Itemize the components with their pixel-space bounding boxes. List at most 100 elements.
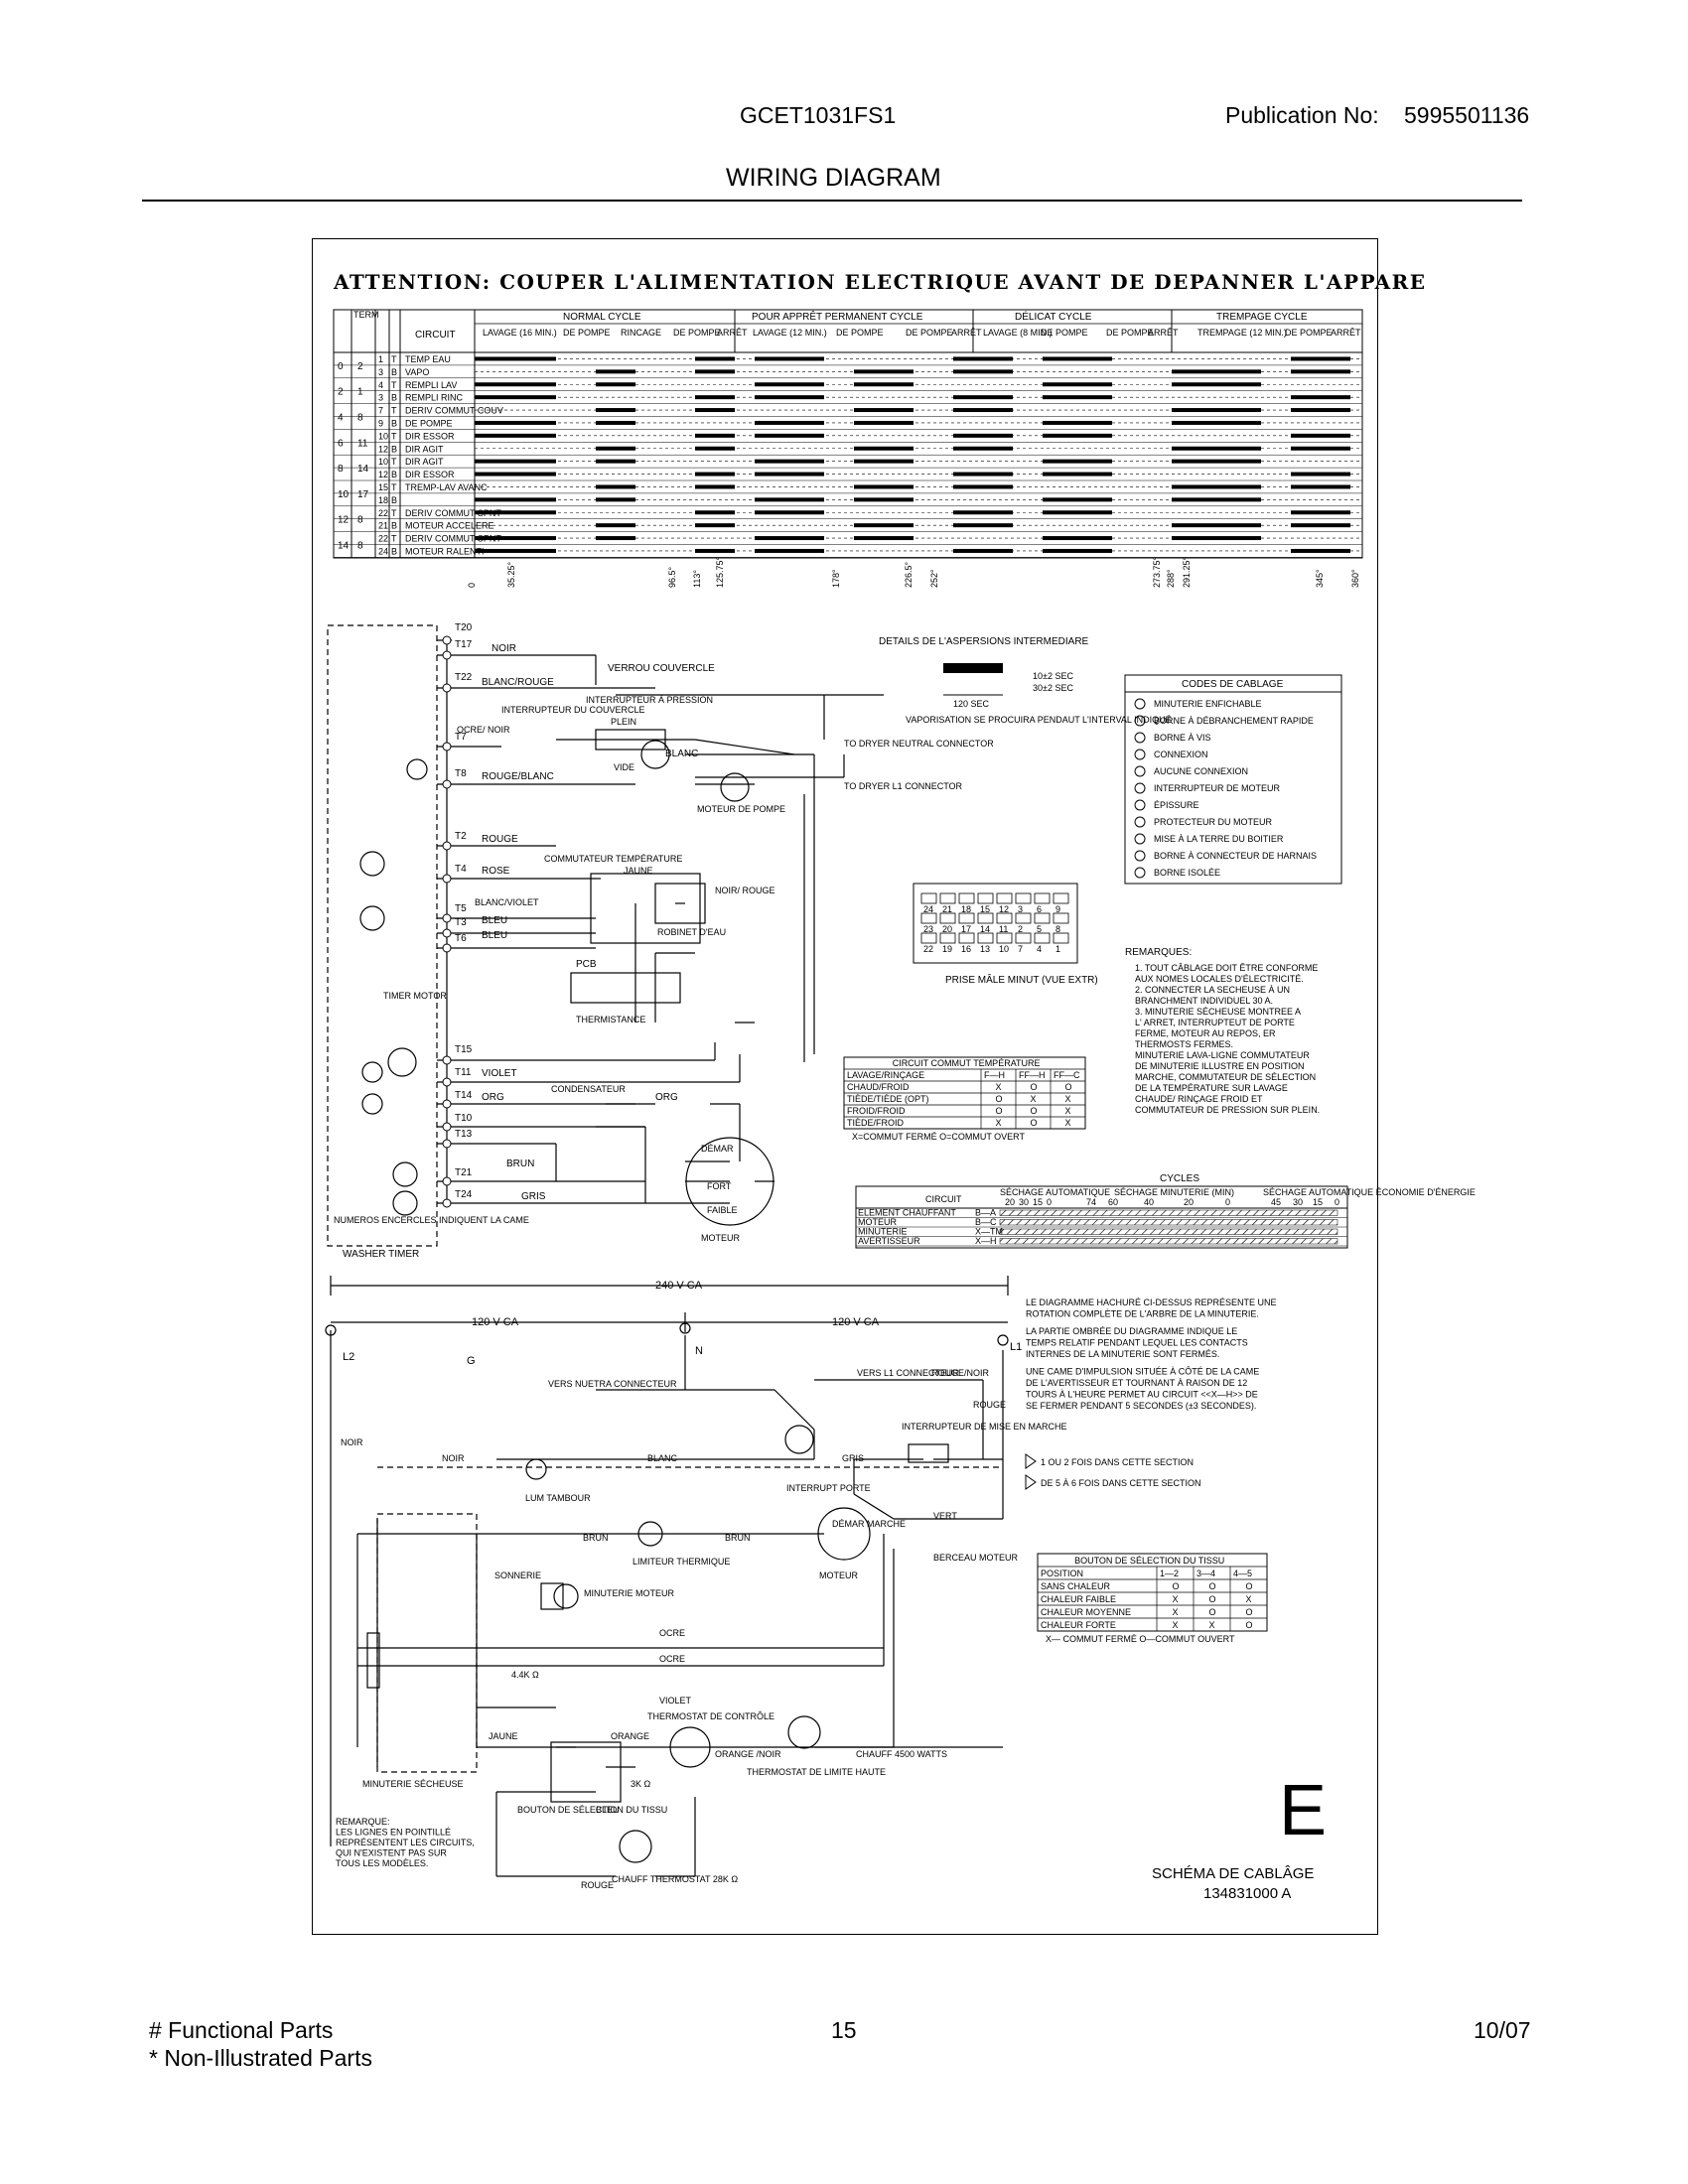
table-cell: O	[996, 1094, 1003, 1104]
code-symbol	[1134, 816, 1146, 828]
plug-pin-label: 13	[980, 944, 990, 954]
cycle-row-type: T	[391, 508, 397, 518]
plug-pin	[920, 892, 937, 904]
table-cell: O	[1031, 1082, 1038, 1092]
legend-mark-a: 1 OU 2 FOIS DANS CETTE SECTION	[1041, 1457, 1194, 1467]
col-h24: ARRÊT	[1148, 328, 1179, 338]
cam-closed-bar	[596, 369, 635, 374]
remarque-line: AUX NOMES LOCALES D'ÉLECTRICITÉ.	[1135, 974, 1304, 984]
cam-closed-bar	[854, 536, 914, 541]
lbl-org-2: ORG	[655, 1092, 678, 1103]
cam-closed-bar	[695, 433, 735, 438]
dryer-cycles-tick: 15	[1033, 1197, 1043, 1207]
cam-closed-bar	[953, 523, 1013, 528]
dryer-note-line: UNE CAME D'IMPULSION SITUÉE À CÔTÉ DE LA…	[1026, 1367, 1259, 1377]
plug-caption: PRISE MÂLE MINUT (VUE EXTR)	[945, 973, 1098, 986]
washer-cycle-chart: NORMAL CYCLE POUR APPRÊT PERMANENT CYCLE…	[333, 309, 1363, 588]
plug-pin	[1053, 912, 1069, 924]
legend-mark-b: DE 5 À 6 FOIS DANS CETTE SECTION	[1041, 1478, 1201, 1488]
plug-pin-label: 1	[1055, 944, 1060, 954]
table-cell: O	[1209, 1581, 1216, 1591]
col-h16: ARRÊT	[951, 328, 982, 338]
lbl-brun-1: BRUN	[583, 1533, 609, 1543]
lbl-n: N	[695, 1345, 703, 1357]
terminal-label: T15	[455, 1044, 473, 1055]
table-cell: TIÈDE/TIÈDE (OPT)	[847, 1094, 929, 1104]
cam-closed-bar	[475, 382, 556, 387]
cycle-row-term: 12	[378, 470, 388, 479]
dryer-cycles-tick: 30	[1293, 1197, 1303, 1207]
terminal-label: T22	[455, 672, 473, 683]
plug-pin-label: 4	[1037, 944, 1042, 954]
dryer-schematic	[325, 1276, 1009, 1877]
col-header-circuit: CIRCUIT	[415, 330, 456, 341]
lbl-numeros: NUMEROS ENCERCLES INDIQUENT LA CAME	[334, 1215, 529, 1225]
cam-closed-bar	[854, 459, 914, 464]
wiring-diagram-frame	[312, 238, 1378, 1935]
terminal-label: T10	[455, 1113, 473, 1124]
cam-closed-bar	[695, 548, 735, 553]
lbl-to-dryer-l1: TO DRYER L1 CONNECTOR	[844, 781, 963, 791]
washer-terminal-labels: T20T17T22T7T8T2T4T5T3T6T15T11T14T10T13T2…	[455, 622, 473, 1200]
cam-closed-bar	[854, 523, 914, 528]
cam-closed-bar	[695, 510, 735, 515]
cam-closed-bar	[755, 433, 824, 438]
page-title: WIRING DIAGRAM	[726, 164, 941, 192]
cycle-row-cam: 8	[357, 413, 363, 424]
degree-tick: 252°	[929, 569, 939, 588]
plug-pin-label: 9	[1055, 904, 1060, 914]
dryer-cycles-tick: 0	[1335, 1197, 1339, 1207]
table-cell: X	[1065, 1106, 1071, 1116]
terminal-label: T17	[455, 639, 473, 650]
lbl-rouge: ROUGE	[482, 834, 518, 845]
dryer-remarque-line: QUI N'EXISTENT PAS SUR	[336, 1848, 447, 1858]
lbl-moteur-pompe: MOTEUR DE POMPE	[697, 804, 785, 814]
cam-closed-bar	[1172, 446, 1261, 451]
cam-closed-bar	[953, 369, 1013, 374]
cam-closed-bar	[1291, 446, 1350, 451]
cam-closed-bar	[854, 408, 914, 413]
code-symbol	[1134, 749, 1146, 760]
col-h19: DE POMPE	[1041, 328, 1088, 338]
table-cell: X	[1031, 1094, 1037, 1104]
cam-closed-bar	[1043, 536, 1112, 541]
plug-pin	[977, 892, 994, 904]
cycle-row-circuit: VAPO	[405, 367, 429, 377]
plug-pin	[1015, 932, 1032, 944]
lbl-org-1: ORG	[482, 1092, 504, 1103]
table-cell: X	[1065, 1094, 1071, 1104]
cycle-row-cam: 1	[357, 387, 363, 398]
dryer-remarque-line: TOUS LES MODÈLES.	[336, 1858, 428, 1868]
lbl-gris: GRIS	[521, 1191, 546, 1202]
cycle-row-circuit: DIR AGIT	[405, 444, 444, 454]
remarque-line: THERMOSTS FERMES.	[1135, 1039, 1233, 1049]
lbl-lum: LUM TAMBOUR	[525, 1493, 591, 1503]
plug-pin	[1034, 932, 1051, 944]
cycle-row-term: 24	[378, 547, 388, 557]
cam-closed-bar	[953, 472, 1013, 477]
lbl-blanc-rouge: BLANC/ROUGE	[482, 677, 554, 688]
remarque-line: DE LA TEMPÉRATURE SUR LAVAGE	[1135, 1083, 1288, 1093]
warning-banner: ATTENTION: COUPER L'ALIMENTATION ELECTRI…	[334, 270, 1427, 294]
lbl-gris-1: GRIS	[842, 1453, 864, 1463]
cycle-row-term: 22	[378, 508, 388, 518]
plug-pin	[1053, 932, 1069, 944]
code-symbol	[1134, 732, 1146, 744]
lbl-vide: VIDE	[614, 762, 634, 772]
remarque-line: DE MINUTERIE ILLUSTRE EN POSITION	[1135, 1061, 1305, 1071]
degree-tick: 178°	[831, 569, 841, 588]
cam-closed-bar	[1172, 523, 1261, 528]
aspersion-t1: 10±2 SEC	[1033, 671, 1073, 681]
plug-pin	[958, 932, 975, 944]
table-header: POSITION	[1041, 1569, 1083, 1578]
lbl-noir: NOIR	[492, 643, 516, 654]
cycle-row-type: T	[391, 406, 397, 416]
terminal-label: T8	[455, 768, 467, 779]
cam-closed-bar	[1043, 382, 1112, 387]
aspersion-note: VAPORISATION SE PROCUIRA PENDAUT L'INTER…	[906, 715, 1172, 725]
plug-pin-label: 12	[999, 904, 1009, 914]
plug-pin-label: 24	[923, 904, 933, 914]
cam-closed-bar	[1291, 484, 1350, 489]
